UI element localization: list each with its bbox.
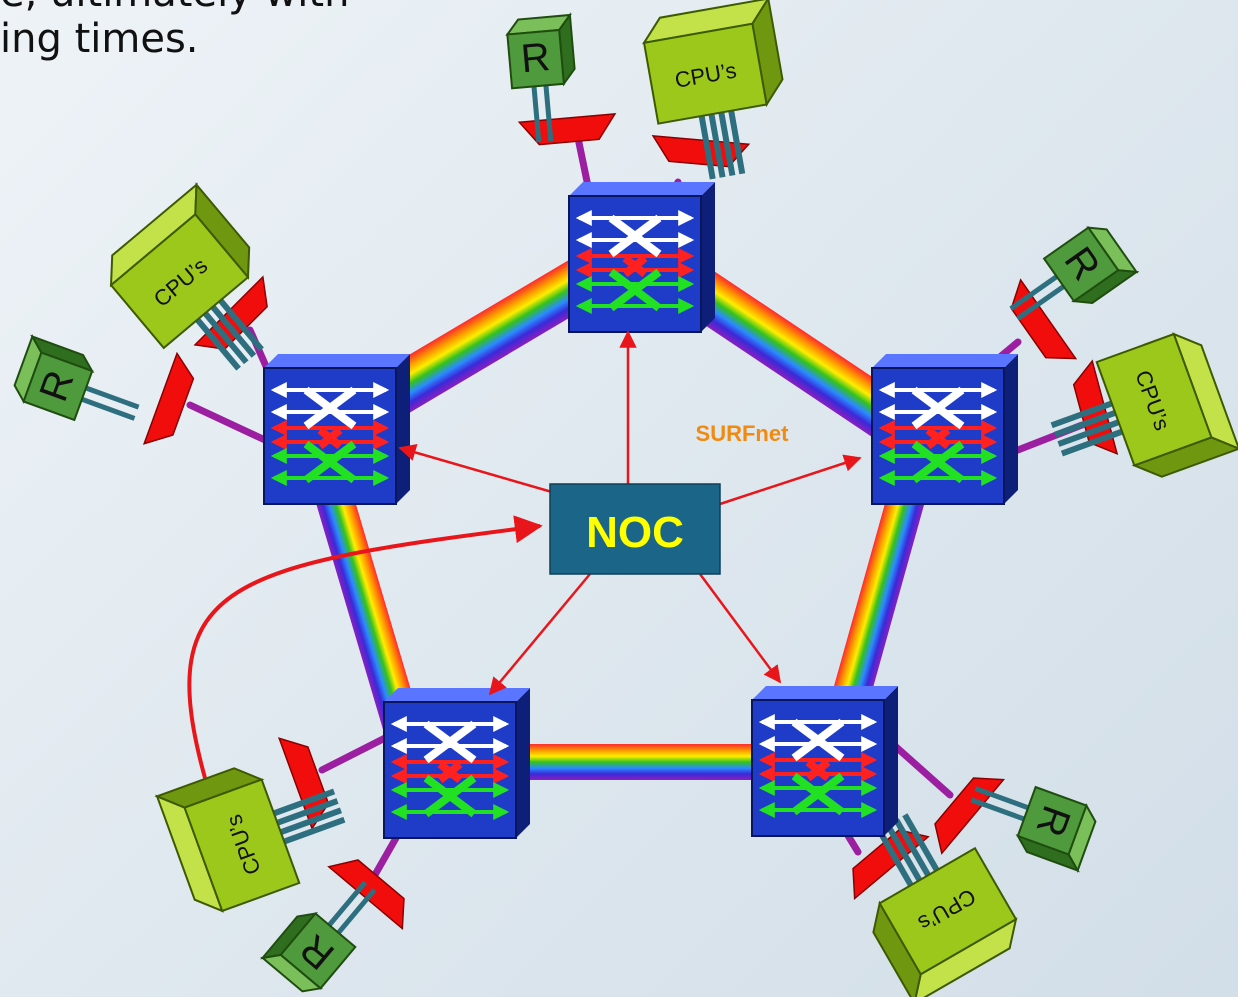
- cpu-cluster: CPU’s: [830, 793, 1027, 997]
- router: R: [10, 337, 148, 440]
- cpu-cluster-icon: [640, 0, 797, 187]
- cpu-cluster: CPU’s: [97, 185, 305, 397]
- cpu-to-noc-arrow: [187, 515, 543, 779]
- trunk-link-bottom: [505, 744, 765, 780]
- control-arrow: [398, 443, 553, 494]
- router: R: [506, 15, 581, 144]
- transceiver-icon: [328, 847, 419, 930]
- optical-switch-icon: [384, 688, 530, 838]
- router-label: R: [519, 35, 552, 81]
- noc-box: NOC: [549, 483, 721, 575]
- cpu-cluster: CPU’s: [640, 0, 797, 187]
- control-arrow: [488, 573, 591, 696]
- access-link: [186, 401, 269, 444]
- cpu-cluster: CPU’s: [1037, 327, 1238, 507]
- cpu-cluster: CPU’s: [157, 739, 359, 919]
- trunk-link-right: [824, 452, 936, 732]
- optical-switch-icon: [569, 182, 715, 332]
- optical-switch-icon: [264, 354, 410, 504]
- router: R: [263, 863, 392, 997]
- trunk-link-left: [305, 455, 421, 735]
- noc-label: NOC: [586, 508, 684, 557]
- caption-line-1: e, ultimately with: [0, 0, 349, 16]
- caption-text: e, ultimately with ing times.: [0, 0, 349, 62]
- caption-line-2: ing times.: [0, 16, 199, 62]
- router-icon: [998, 220, 1136, 344]
- cpu-clusters: CPU’s CPU’s CPU’s CPU’s CPU’s: [97, 0, 1238, 997]
- routers: R R R R R: [10, 15, 1136, 997]
- control-arrows: [187, 330, 862, 779]
- access-link: [318, 734, 389, 774]
- optical-switch-icon: [872, 354, 1018, 504]
- control-arrow: [719, 454, 862, 506]
- transceiver-icon: [518, 113, 618, 147]
- optical-switch-icon: [752, 686, 898, 836]
- network-label: SURFnet: [696, 421, 790, 446]
- router: R: [961, 768, 1099, 871]
- control-arrow: [698, 573, 782, 684]
- router: R: [998, 220, 1136, 344]
